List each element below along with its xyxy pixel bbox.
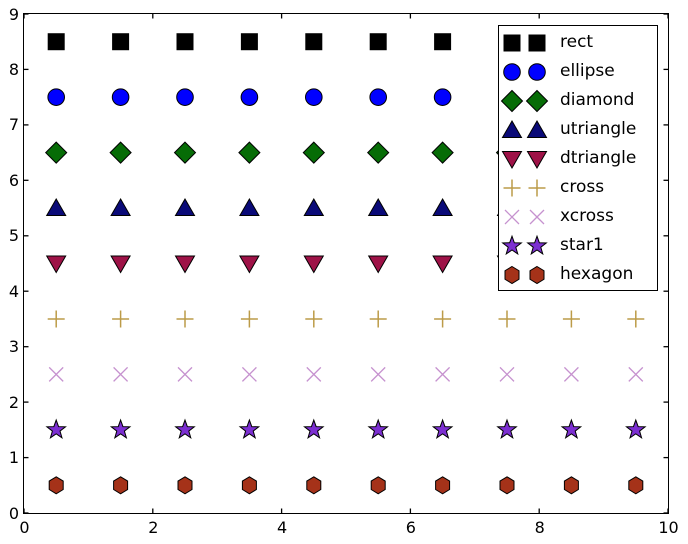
x-tick-label: 4 xyxy=(277,518,288,537)
legend-label: ellipse xyxy=(560,61,615,81)
legend-label: star1 xyxy=(560,235,604,255)
y-tick-label: 0 xyxy=(8,503,19,523)
y-tick-label: 9 xyxy=(8,4,19,24)
x-tick-label: 6 xyxy=(405,518,416,537)
legend-label: diamond xyxy=(560,90,635,110)
legend-marker-utriangle xyxy=(501,119,548,138)
y-tick-label: 1 xyxy=(8,448,19,468)
legend-marker-xcross xyxy=(504,209,545,225)
legend-item-cross: cross xyxy=(499,173,657,202)
legend-marker-star1 xyxy=(501,234,548,256)
legend-label: utriangle xyxy=(560,119,637,139)
y-tick-label: 3 xyxy=(8,337,19,357)
legend-marker-rect xyxy=(503,34,546,52)
legend-item-dtriangle: dtriangle xyxy=(499,144,657,173)
legend-label: rect xyxy=(560,32,594,52)
y-tick-label: 2 xyxy=(8,392,19,412)
legend-item-diamond: diamond xyxy=(499,86,657,115)
x-tick-label: 8 xyxy=(534,518,545,537)
legend-item-xcross: xcross xyxy=(499,202,657,231)
legend-marker-diamond xyxy=(500,89,549,113)
legend-item-ellipse: ellipse xyxy=(499,57,657,86)
axis-ticks xyxy=(24,14,668,513)
legend-label: xcross xyxy=(560,206,614,226)
x-tick-label: 2 xyxy=(148,518,159,537)
legend-marker-dtriangle xyxy=(501,151,548,170)
series-hexagon xyxy=(48,476,644,495)
x-tick-label: 10 xyxy=(658,518,679,537)
legend-item-hexagon: hexagon xyxy=(499,260,657,289)
legend: rect ellipse diamond utriangle dtriangle cros… xyxy=(498,25,658,291)
legend-label: hexagon xyxy=(560,264,634,284)
y-tick-label: 5 xyxy=(8,226,19,246)
legend-marker-hexagon xyxy=(504,265,545,285)
legend-item-star1: star1 xyxy=(499,231,657,260)
y-tick-label: 4 xyxy=(8,281,19,301)
legend-item-utriangle: utriangle xyxy=(499,115,657,144)
legend-label: cross xyxy=(560,177,605,197)
series-star1 xyxy=(45,418,647,439)
legend-label: dtriangle xyxy=(560,148,637,168)
y-tick-label: 8 xyxy=(8,59,19,79)
x-tick-label: 0 xyxy=(19,518,30,537)
series-cross xyxy=(47,310,645,328)
legend-item-rect: rect xyxy=(499,28,657,57)
series-xcross xyxy=(48,366,644,382)
y-tick-label: 7 xyxy=(8,115,19,135)
y-tick-label: 6 xyxy=(8,170,19,190)
legend-marker-ellipse xyxy=(503,63,546,81)
legend-marker-cross xyxy=(503,179,546,197)
